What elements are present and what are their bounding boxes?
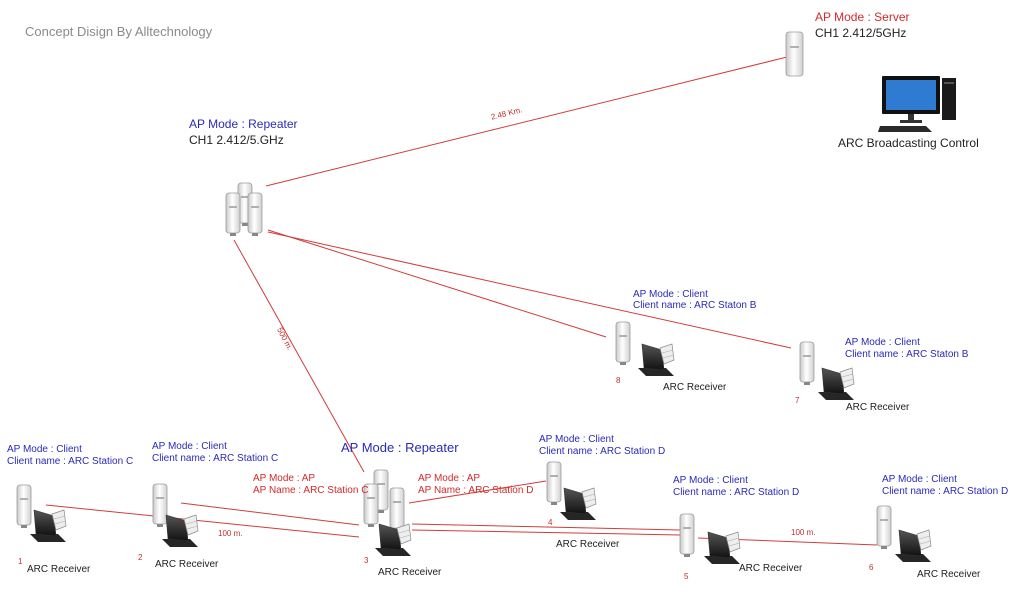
repeater-center-mode-label: AP Mode : Repeater [341, 440, 459, 455]
node-1-number: 1 [18, 557, 23, 566]
server-channel-label: CH1 2.412/5GHz [815, 26, 907, 40]
repeater-top-channel-label: CH1 2.412/5.GHz [189, 133, 284, 147]
receiver-6-icon [894, 529, 932, 563]
node-5-client: Client name : ARC Station D [673, 487, 800, 498]
server-ap-icon [785, 31, 804, 77]
node-1-receiver: ARC Receiver [27, 564, 91, 575]
node-7-ap-icon [799, 341, 815, 386]
ap-c-mode-label: AP Mode : AP [253, 473, 316, 484]
link-repeater-node5b [411, 529, 681, 536]
node-1-mode: AP Mode : Client [7, 444, 82, 455]
node-6-receiver: ARC Receiver [917, 569, 981, 580]
link-server-repeater [265, 56, 788, 187]
node-5-number: 5 [684, 572, 689, 581]
repeater-center-ap-icon [363, 469, 405, 532]
node-7-client: Client name : ARC Staton B [845, 349, 969, 360]
receiver-4-icon [559, 487, 597, 521]
links [45, 56, 878, 546]
control-label: ARC Broadcasting Control [838, 136, 979, 150]
distance-right-link: 100 m. [791, 528, 816, 537]
node-4-ap-icon [546, 461, 562, 506]
node-6-ap-icon [876, 505, 892, 550]
node-1-client: Client name : ARC Station C [7, 456, 134, 467]
ap-d-mode-label: AP Mode : AP [418, 473, 481, 484]
node-2-receiver: ARC Receiver [155, 559, 219, 570]
server-mode-label: AP Mode : Server [815, 10, 910, 24]
node-5-ap-icon [679, 513, 695, 558]
node-2-ap-icon [152, 483, 168, 528]
node-7-number: 7 [795, 396, 800, 405]
node-1-ap-icon [16, 484, 32, 529]
distance-left-link: 100 m. [218, 529, 243, 538]
node-5-mode: AP Mode : Client [673, 475, 748, 486]
link-node1-repeater [45, 504, 360, 538]
computer-icon [878, 76, 956, 132]
node-4-client: Client name : ARC Station D [539, 446, 666, 457]
node-8-client: Client name : ARC Staton B [633, 300, 757, 311]
node-8-mode: AP Mode : Client [633, 289, 708, 300]
node-4-receiver: ARC Receiver [556, 539, 620, 550]
node-3-number: 3 [364, 556, 369, 565]
node-7-receiver: ARC Receiver [846, 402, 910, 413]
node-8-receiver: ARC Receiver [663, 382, 727, 393]
receiver-5-icon [703, 531, 741, 565]
node-4-number: 4 [548, 518, 553, 527]
node-8-number: 8 [616, 376, 621, 385]
node-6-number: 6 [869, 563, 874, 572]
link-node2-repeater [180, 502, 360, 526]
link-repeater-repeater [233, 239, 365, 473]
node-7-mode: AP Mode : Client [845, 337, 920, 348]
link-repeater-node5 [411, 523, 681, 531]
ap-c-name-label: AP Name : ARC Station C [253, 485, 369, 496]
node-8-ap-icon [615, 321, 631, 366]
diagram-title: Concept Disign By Alltechnology [25, 24, 213, 39]
link-repeater-node8 [267, 229, 607, 338]
receiver-1-icon [29, 509, 67, 543]
node-2-mode: AP Mode : Client [152, 441, 227, 452]
repeater-top-ap-icon [225, 182, 263, 237]
node-2-number: 2 [138, 553, 143, 562]
ap-d-name-label: AP Name : ARC Station D [418, 485, 534, 496]
receiver-7-icon [817, 367, 855, 401]
node-6-client: Client name : ARC Station D [882, 486, 1009, 497]
repeater-top-mode-label: AP Mode : Repeater [189, 117, 298, 131]
node-2-client: Client name : ARC Station C [152, 453, 279, 464]
receiver-2-icon [161, 514, 199, 548]
link-repeater-node7 [267, 231, 792, 349]
node-6-mode: AP Mode : Client [882, 474, 957, 485]
receiver-3-icon [374, 523, 412, 557]
receiver-8-icon [637, 343, 675, 377]
node-4-mode: AP Mode : Client [539, 434, 614, 445]
node-5-receiver: ARC Receiver [739, 563, 803, 574]
node-3-receiver: ARC Receiver [378, 567, 442, 578]
link-repeater-node4 [408, 480, 547, 504]
